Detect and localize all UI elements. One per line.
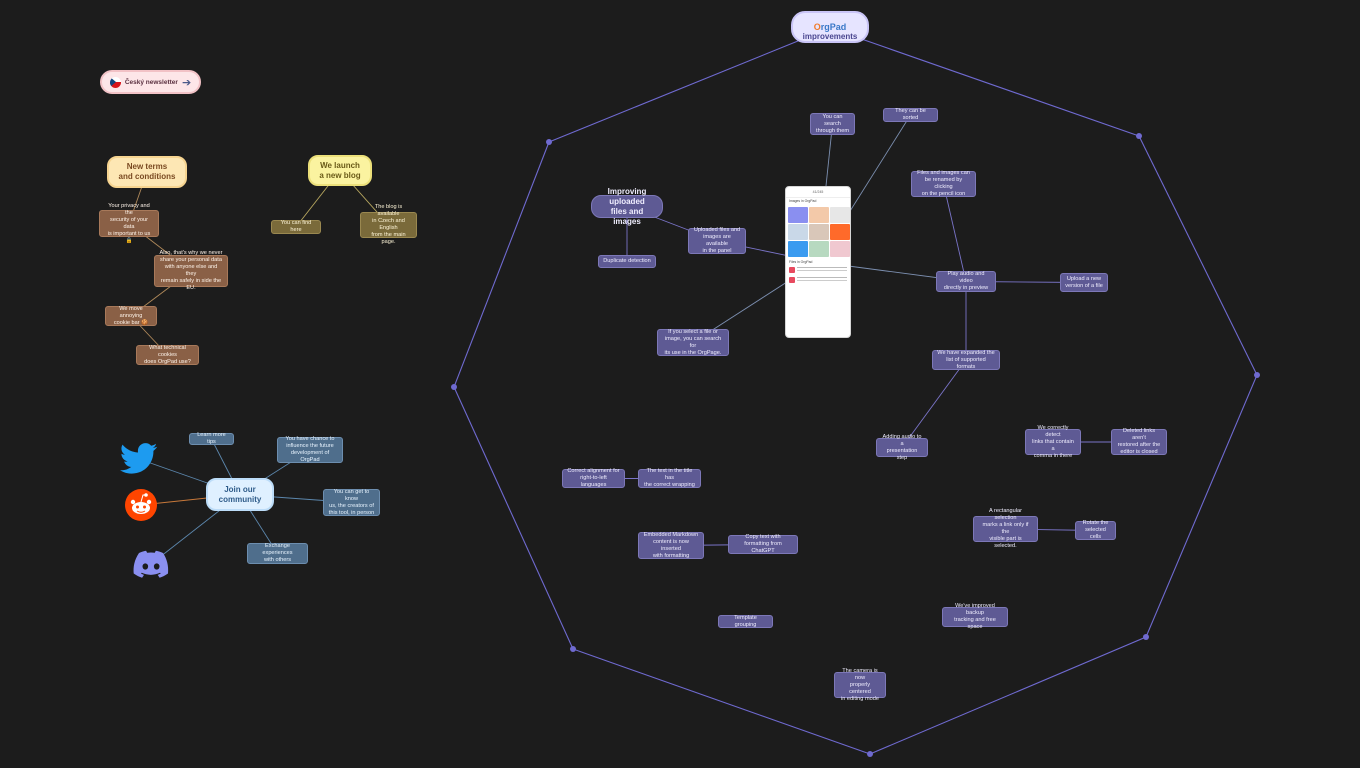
thumbnail — [809, 207, 829, 223]
orgpad-logo: OrgPad — [813, 22, 847, 32]
frame-edge — [1138, 135, 1258, 376]
node-searchFile[interactable]: If you select a file or image, you can s… — [657, 329, 729, 356]
node-expanded[interactable]: We have expanded the list of supported f… — [932, 350, 1000, 370]
node-backup[interactable]: We've improved backup tracking and free … — [942, 603, 1008, 630]
node-playAudio[interactable]: Play audio and video directly in preview — [936, 271, 996, 292]
node-renamed[interactable]: Files and images can be renamed by click… — [911, 170, 976, 197]
phone-images-label: Images in OrgPad — [789, 199, 817, 203]
node-blogAvail[interactable]: The blog is available in Czech and Engli… — [360, 204, 417, 245]
node-copyText[interactable]: Copy text with formatting from ChatGPT — [728, 534, 798, 554]
node-template[interactable]: Template grouping — [718, 615, 773, 628]
node-exchange[interactable]: Exchange experiences with others — [247, 543, 308, 564]
arrow-right-icon: ➔ — [181, 76, 192, 89]
czech-newsletter-button[interactable]: Český newsletter ➔ — [100, 70, 201, 94]
frame-edge — [869, 636, 1147, 755]
node-wrapping[interactable]: The text in the title has the correct wr… — [638, 468, 701, 488]
phone-files-label: Files in OrgPad — [789, 260, 813, 264]
node-influence[interactable]: You have chance to influence the future … — [277, 436, 343, 463]
node-markdown[interactable]: Embedded Markdown content is now inserte… — [638, 532, 704, 559]
node-rtl[interactable]: Correct alignment for right-to-left lang… — [562, 468, 625, 488]
node-uploadedAvail[interactable]: Uploaded files and images are available … — [688, 227, 746, 254]
frame-vertex — [1143, 634, 1149, 640]
newsletter-label: Český newsletter — [124, 78, 178, 86]
node-dupDetect[interactable]: Duplicate detection — [598, 255, 656, 268]
node-sorted[interactable]: They can be sorted — [883, 108, 938, 122]
frame-vertex — [451, 384, 457, 390]
node-terms[interactable]: New terms and conditions — [107, 156, 187, 188]
frame-vertex — [546, 139, 552, 145]
node-community[interactable]: Join our community — [206, 478, 274, 511]
node-addAudio[interactable]: Adding audio to a presentation step — [876, 434, 928, 461]
reddit-icon[interactable] — [124, 488, 158, 522]
phone-preview-image[interactable]: 41/245 Images in OrgPad Files in OrgPad — [785, 186, 851, 338]
frame-edge — [453, 141, 550, 388]
node-detectLinks[interactable]: We correctly detect links that contain a… — [1025, 425, 1081, 459]
thumbnail-twitter — [788, 241, 808, 257]
phone-image-grid — [786, 207, 850, 257]
frame-edge — [453, 386, 574, 650]
node-uploadNew[interactable]: Upload a new version of a file — [1060, 273, 1108, 292]
frame-edge — [1145, 374, 1258, 638]
frame-edge — [829, 27, 1140, 137]
link-expanded-addAudio — [901, 359, 967, 448]
phone-header: 41/245 — [786, 187, 850, 198]
main-title-sub: improvements — [802, 32, 858, 41]
node-cookie[interactable]: We move annoying cookie bar 🍪 — [105, 306, 157, 326]
node-camera[interactable]: The camera is now properly centered in e… — [834, 668, 886, 702]
thumbnail-discord — [788, 207, 808, 223]
node-searchThem[interactable]: You can search through them — [810, 113, 855, 135]
frame-vertex — [1254, 372, 1260, 378]
node-findHere[interactable]: You can find here — [271, 220, 321, 234]
node-learnTips[interactable]: Learn more tips — [189, 432, 234, 445]
thumbnail — [809, 241, 829, 257]
thumbnail — [830, 241, 850, 257]
node-rectSelect[interactable]: A rectangular selection marks a link onl… — [973, 508, 1038, 549]
thumbnail-reddit — [830, 224, 850, 240]
node-getKnow[interactable]: You can get to know us, the creators of … — [323, 489, 380, 516]
file-row — [786, 275, 850, 285]
frame-vertex — [867, 751, 873, 757]
node-rotate[interactable]: Rotate the selected cells — [1075, 520, 1116, 540]
node-techCookies[interactable]: What technical cookies does OrgPad use? — [136, 345, 199, 365]
node-improvUpload[interactable]: Improving uploaded files and images — [591, 187, 663, 226]
node-privacy[interactable]: Your privacy and the security of your da… — [99, 203, 159, 244]
node-neverShare[interactable]: Also, that's why we never share your per… — [154, 250, 228, 291]
discord-icon[interactable] — [133, 550, 169, 578]
link-renamed-playAudio — [943, 183, 967, 282]
thumbnail — [788, 224, 808, 240]
czech-flag-icon — [109, 76, 121, 88]
node-blog[interactable]: We launch a new blog — [308, 155, 372, 186]
thumbnail — [830, 207, 850, 223]
frame-edge — [572, 648, 871, 755]
main-title-node[interactable]: OrgPad improvements — [791, 11, 869, 43]
frame-vertex — [1136, 133, 1142, 139]
twitter-icon[interactable] — [120, 442, 158, 476]
frame-vertex — [570, 646, 576, 652]
file-row — [786, 265, 850, 275]
frame-edge — [548, 27, 831, 143]
thumbnail — [809, 224, 829, 240]
node-deletedLinks[interactable]: Deleted links aren't restored after the … — [1111, 428, 1167, 455]
